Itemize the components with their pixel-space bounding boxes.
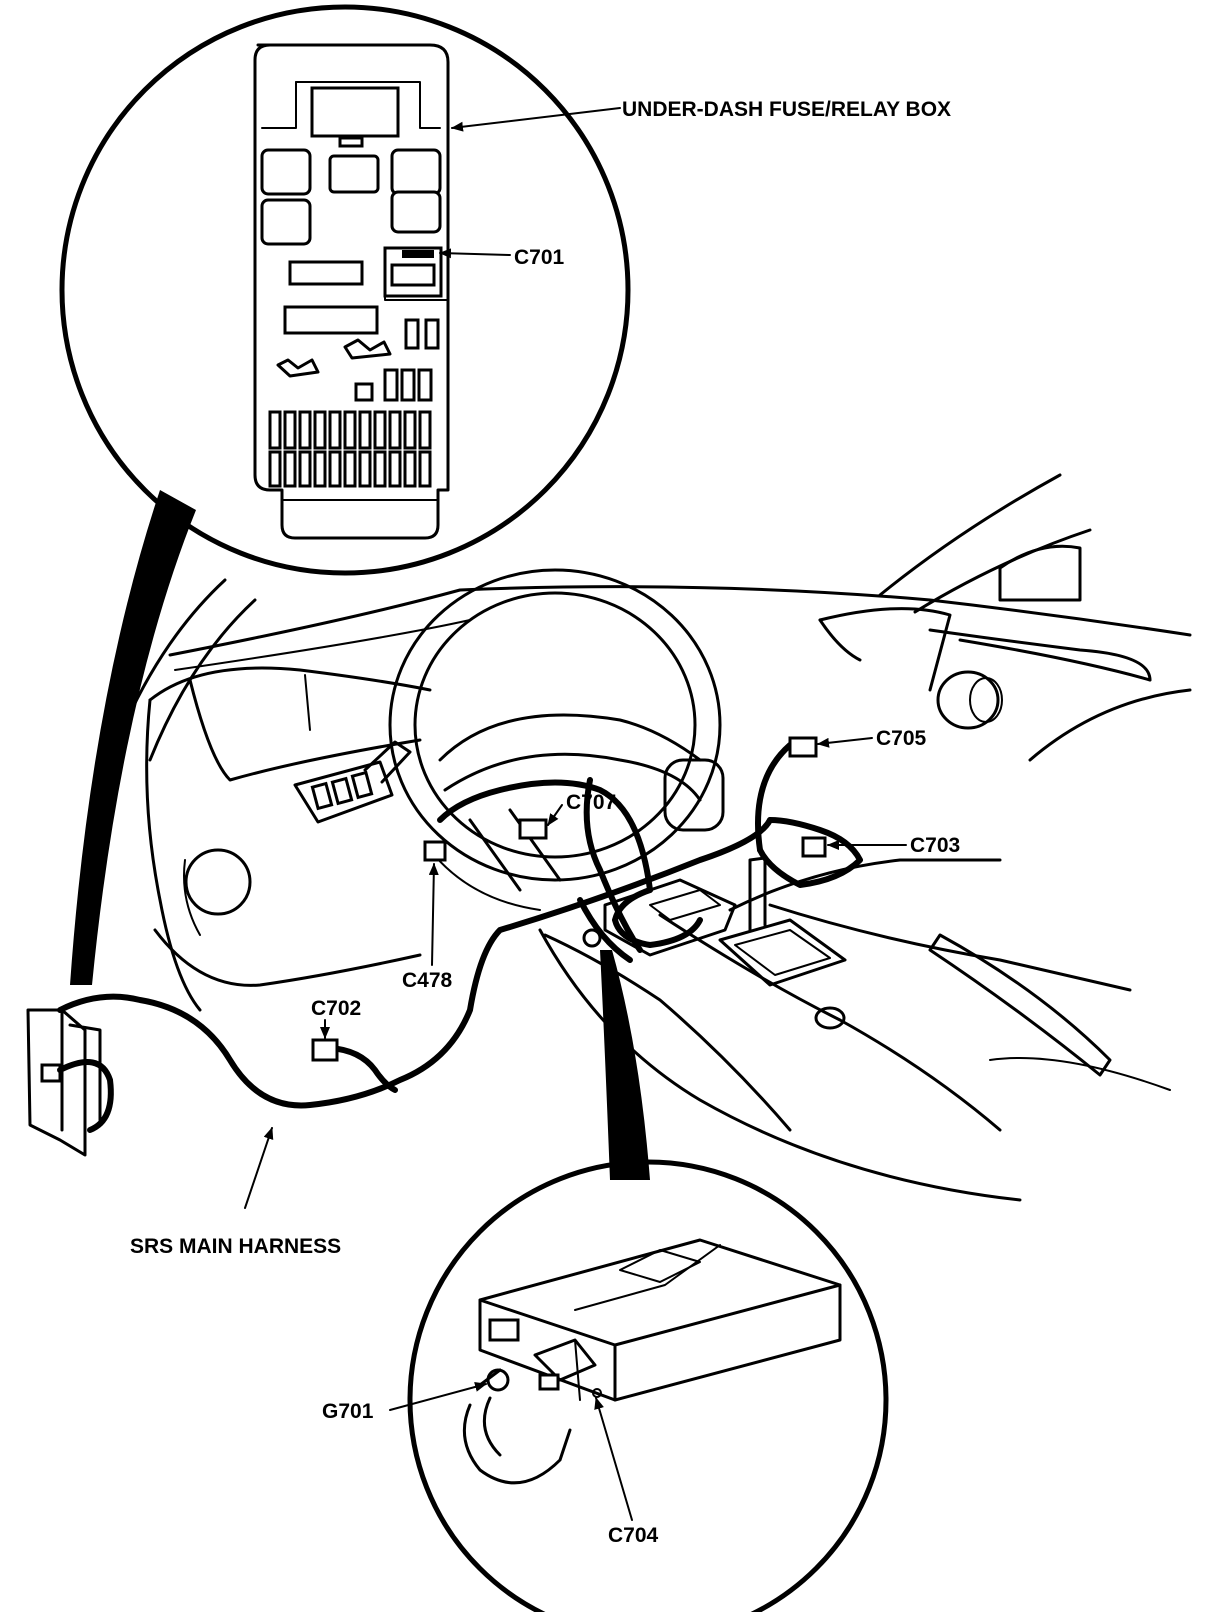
srs-unit-detail (407, 950, 889, 1612)
fuse-row-lower (268, 450, 432, 488)
label-c705: C705 (876, 727, 927, 750)
connector-c707-block (518, 818, 548, 840)
connector-c478-block (423, 840, 447, 862)
connector-c703-block (801, 836, 827, 858)
steering-wheel (388, 568, 725, 911)
srs-harness-wire (26, 736, 863, 1157)
label-c701: C701 (514, 246, 565, 269)
label-c704: C704 (608, 1524, 659, 1547)
label-c478: C478 (402, 969, 453, 992)
dashboard-outline (86, 473, 1192, 1202)
label-under-dash-fuse-relay-box: UNDER-DASH FUSE/RELAY BOX (622, 98, 952, 121)
connector-c702-block (311, 1038, 339, 1062)
fuse-row-upper (268, 410, 432, 450)
label-g701: G701 (322, 1400, 374, 1423)
connector-c705-block (788, 736, 818, 758)
leader-lines (244, 107, 907, 1521)
label-c707: C707 (566, 791, 617, 814)
label-c702: C702 (311, 997, 362, 1020)
fuse-box-detail (59, 4, 631, 985)
label-srs-main-harness: SRS MAIN HARNESS (130, 1235, 342, 1258)
label-c703: C703 (910, 834, 961, 857)
